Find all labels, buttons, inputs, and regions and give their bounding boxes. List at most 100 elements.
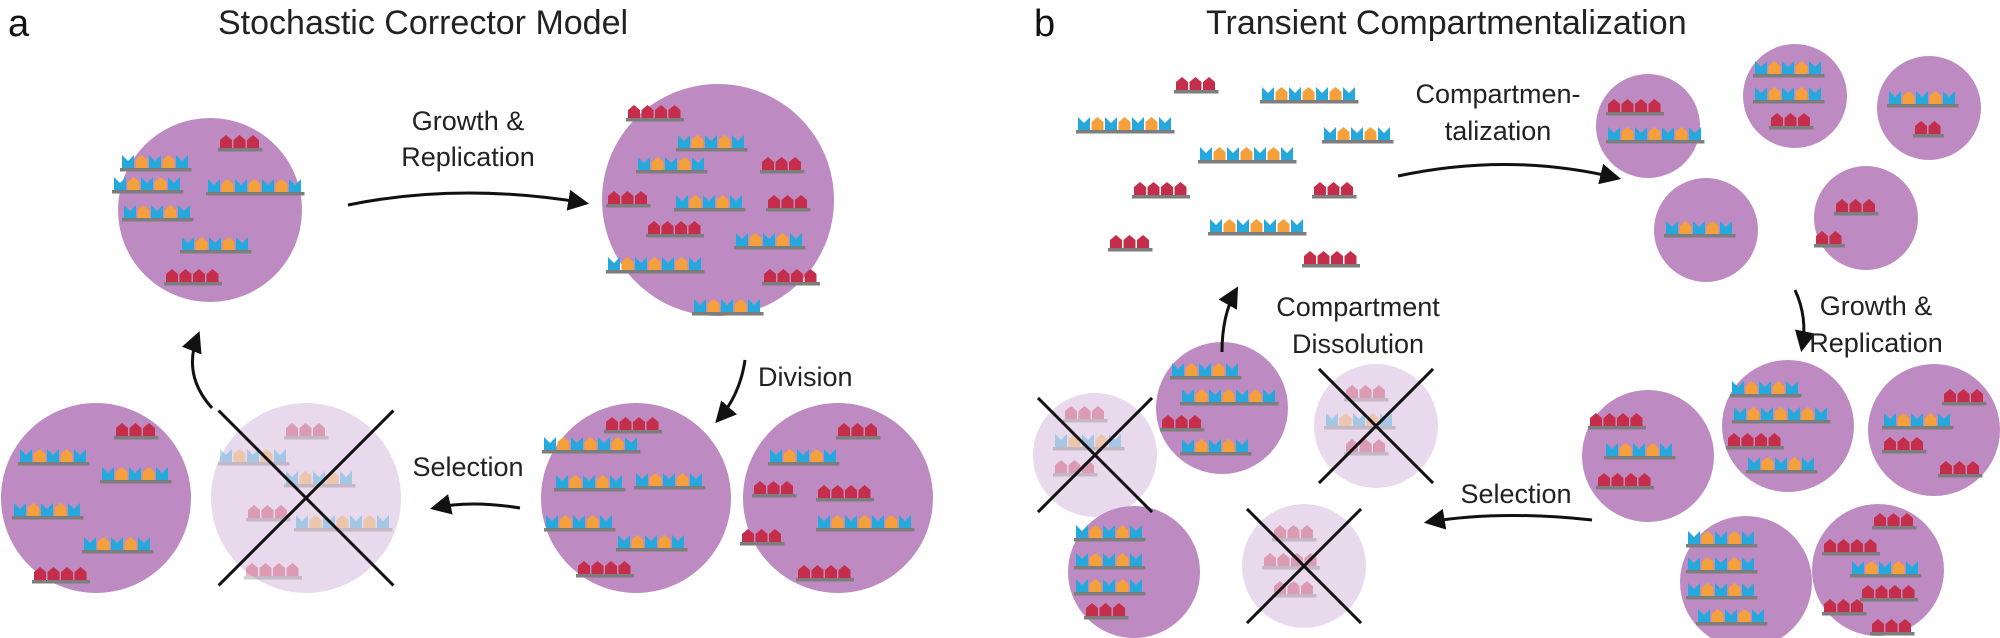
molecule <box>32 567 90 584</box>
red-monomer <box>795 195 807 208</box>
orange-monomer <box>233 449 246 462</box>
red-monomer <box>781 195 794 208</box>
red-monomer <box>1359 385 1372 398</box>
red-monomer <box>1068 460 1081 473</box>
orange-monomer <box>1745 381 1758 394</box>
blue-monomer <box>1055 434 1067 447</box>
backbone <box>82 550 154 554</box>
molecule <box>1753 87 1825 104</box>
backbone <box>1913 134 1944 138</box>
blue-monomer <box>1755 61 1767 74</box>
blue-monomer <box>1130 553 1142 566</box>
orange-monomer <box>1213 147 1226 160</box>
orange-monomer <box>127 177 140 190</box>
label-selection-b: Selection <box>1460 479 1571 509</box>
compartment <box>1 403 191 593</box>
orange-monomer <box>1222 389 1235 402</box>
blue-monomer <box>151 205 163 218</box>
blue-monomer <box>1210 219 1222 232</box>
red-monomer <box>1598 473 1610 486</box>
blue-monomer <box>845 515 857 528</box>
blue-monomer <box>74 449 86 462</box>
arrow-selection-a <box>429 494 521 515</box>
orange-monomer <box>1364 127 1377 140</box>
label-growth-b-2: Replication <box>1809 328 1943 358</box>
red-monomer <box>1203 77 1215 90</box>
backbone <box>112 190 184 194</box>
backbone <box>122 218 194 222</box>
backbone <box>674 208 746 212</box>
orange-monomer <box>749 233 762 246</box>
blue-monomer <box>1662 127 1674 140</box>
molecule <box>1882 413 1954 430</box>
arrow-selection-b <box>1423 508 1593 530</box>
red-monomer <box>777 269 790 282</box>
arrow-compartmentalization-b <box>1397 162 1622 185</box>
red-monomer <box>578 561 590 574</box>
red-monomer <box>661 221 674 234</box>
red-monomer <box>781 481 793 494</box>
arrow-growth-replication-a <box>347 189 590 211</box>
blue-monomer <box>1351 127 1363 140</box>
molecule <box>1076 117 1175 134</box>
blue-monomer <box>1378 127 1390 140</box>
blue-monomer <box>1076 579 1088 592</box>
molecule <box>616 535 688 552</box>
backbone <box>206 192 305 196</box>
orange-monomer <box>1701 583 1714 596</box>
orange-monomer <box>260 449 273 462</box>
molecule <box>626 105 684 122</box>
backbone <box>1272 538 1317 542</box>
blue-monomer <box>571 437 583 450</box>
red-monomer <box>1301 525 1313 538</box>
blue-monomer <box>1263 389 1275 402</box>
orange-monomer <box>1116 525 1129 538</box>
molecule <box>1344 385 1389 402</box>
blue-monomer <box>790 233 802 246</box>
backbone <box>114 436 159 440</box>
label-dissolution-b-2: Dissolution <box>1292 329 1424 359</box>
orange-monomer <box>675 257 688 270</box>
red-monomer <box>47 567 60 580</box>
compartment <box>1814 166 1918 270</box>
backbone <box>100 480 172 484</box>
red-monomer <box>1957 389 1970 402</box>
blue-monomer <box>1742 557 1754 570</box>
red-monomer <box>275 505 287 518</box>
backbone <box>1686 570 1758 574</box>
compartment <box>112 118 305 302</box>
red-monomer <box>179 269 192 282</box>
backbone <box>294 528 393 532</box>
blue-monomer <box>573 515 585 528</box>
backbone <box>244 576 302 580</box>
red-monomer <box>1189 77 1202 90</box>
orange-monomer <box>1275 87 1288 100</box>
backbone <box>1063 419 1108 423</box>
compartment <box>1582 390 1714 522</box>
molecule <box>1312 182 1357 199</box>
red-monomer <box>648 221 660 234</box>
backbone <box>180 250 252 254</box>
red-monomer <box>618 561 631 574</box>
blue-monomer <box>818 515 830 528</box>
blue-monomer <box>705 135 717 148</box>
backbone <box>626 118 684 122</box>
red-monomer <box>1287 581 1300 594</box>
molecule <box>1769 113 1814 130</box>
backbone <box>796 578 854 582</box>
blue-monomer <box>1916 91 1928 104</box>
orange-monomer <box>1277 219 1290 232</box>
molecule <box>1208 219 1307 236</box>
molecule <box>1170 363 1242 380</box>
compartment <box>541 403 731 593</box>
blue-monomer <box>156 467 168 480</box>
backbone <box>1588 426 1646 430</box>
red-monomer <box>129 423 142 436</box>
red-monomer <box>1771 113 1783 126</box>
molecule <box>1753 61 1825 78</box>
orange-monomer <box>33 449 46 462</box>
blue-monomer <box>208 179 220 192</box>
compartment-membrane <box>1654 178 1758 282</box>
molecule <box>1938 461 1983 478</box>
blue-monomer <box>1906 561 1918 574</box>
